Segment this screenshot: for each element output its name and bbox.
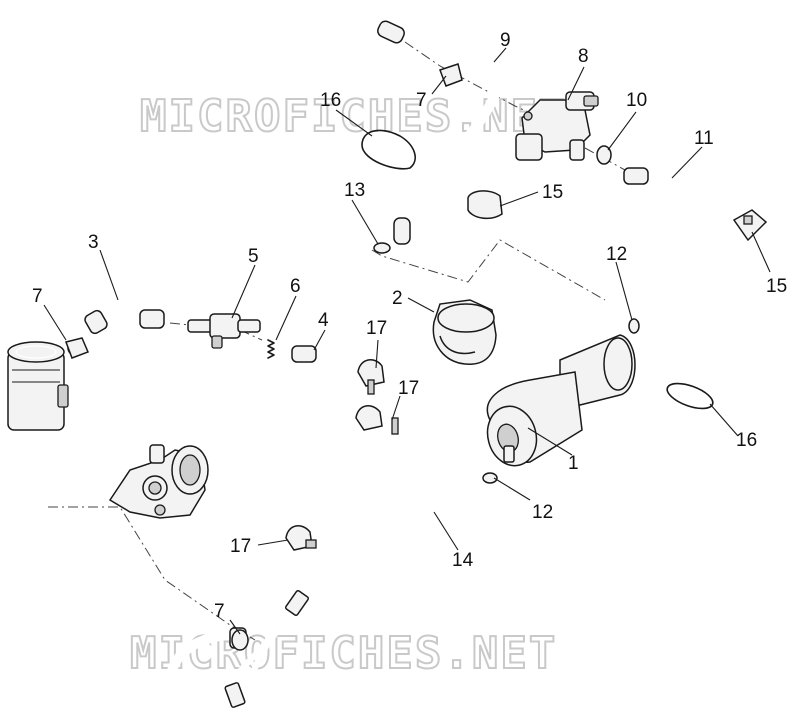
callout-2: 2: [392, 288, 403, 309]
callout-1: 1: [568, 453, 579, 474]
callout-13: 13: [344, 180, 365, 201]
callout-17-middle: 17: [398, 378, 419, 399]
hose-3: [84, 292, 166, 335]
callout-10: 10: [626, 90, 647, 111]
hose-14: [307, 479, 488, 593]
watermark-bottom: MICROFICHES.NET: [130, 628, 557, 679]
callout-14: 14: [452, 550, 474, 571]
callout-15-center: 15: [542, 182, 563, 203]
callout-5: 5: [248, 246, 259, 267]
callout-7-bottom: 7: [214, 601, 225, 622]
callout-17-upper: 17: [366, 318, 387, 339]
leader-lines: [43, 47, 771, 635]
callout-12-bottom: 12: [532, 502, 553, 523]
callout-9: 9: [500, 30, 511, 51]
throttle-body: [108, 444, 209, 519]
clamps: [65, 63, 768, 651]
callout-12-top: 12: [606, 244, 627, 265]
callout-17-lower: 17: [230, 536, 251, 557]
callout-labels: 1 2 3 4 5 6 7 7 7 8 9 10 11 12 12 13 14 …: [32, 30, 787, 622]
hose-9: [367, 5, 503, 245]
callout-8: 8: [578, 46, 589, 67]
callout-16-right: 16: [736, 430, 757, 451]
callout-11: 11: [694, 128, 714, 149]
part-1-canister: [486, 334, 636, 467]
callout-15-right: 15: [766, 276, 787, 297]
callout-6: 6: [290, 276, 301, 297]
callout-7-top: 7: [416, 90, 427, 111]
watermark-top: MICROFICHES.NET: [140, 91, 567, 142]
part-5-valve: [187, 313, 261, 349]
part-2-bracket: [432, 299, 497, 365]
intake-adapter: [7, 340, 83, 431]
callout-4: 4: [318, 310, 329, 331]
hose-4: [291, 345, 404, 463]
callout-16-top: 16: [320, 90, 341, 111]
callout-7-left: 7: [32, 286, 43, 307]
part-6-spring: [267, 339, 275, 359]
callout-3: 3: [88, 232, 99, 253]
part-8-solenoid: [515, 91, 599, 161]
